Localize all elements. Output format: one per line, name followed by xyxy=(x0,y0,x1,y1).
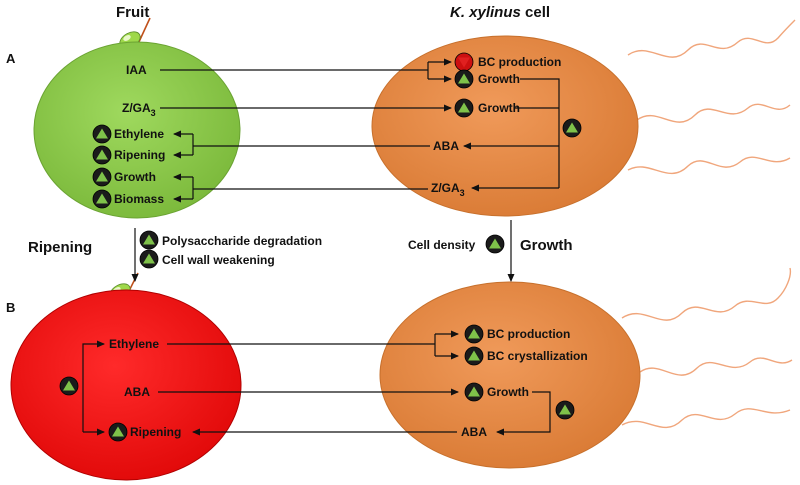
fruit-a-zga-main: Z/GA xyxy=(122,101,151,115)
cell-b-growth-up-icon xyxy=(464,382,484,402)
section-a-label: A xyxy=(6,51,16,66)
cell-a-zga-main: Z/GA xyxy=(431,181,460,195)
cell-header-suffix: cell xyxy=(521,4,550,21)
growth-transition-label: Growth xyxy=(520,237,573,254)
cell-b-bc-crystallization: BC crystallization xyxy=(487,349,588,363)
cell-a-growth-1: Growth xyxy=(478,72,520,86)
fruit-b-ripening: Ripening xyxy=(130,425,181,439)
cell-a-growth-2: Growth xyxy=(478,101,520,115)
fruit-a-zga-sub: 3 xyxy=(151,108,156,118)
fruit-a-growth-up-icon xyxy=(92,167,112,187)
fruit-a-zga: Z/GA3 xyxy=(122,101,156,118)
cell-a-bracket-up-icon xyxy=(562,118,582,138)
fruit-a-growth: Growth xyxy=(114,170,156,184)
fruit-a-ethylene-up-icon xyxy=(92,124,112,144)
cell-a-bc-production: BC production xyxy=(478,55,561,69)
fruit-a-biomass-up-icon xyxy=(92,189,112,209)
cell-b-aba: ABA xyxy=(461,425,487,439)
cell-b-bc-crystallization-up-icon xyxy=(464,346,484,366)
cell-header-species: K. xylinus xyxy=(450,4,521,21)
cell-b-bc-production: BC production xyxy=(487,327,570,341)
cell-a-zga: Z/GA3 xyxy=(431,181,465,198)
cell-a-bc-production-down-icon xyxy=(454,52,474,72)
cell-a-aba: ABA xyxy=(433,139,459,153)
fruit-b-aba: ABA xyxy=(124,385,150,399)
cell-density-up-icon xyxy=(485,234,505,254)
fruit-b-bracket-up-icon xyxy=(59,376,79,396)
fruit-a-ripening-up-icon xyxy=(92,145,112,165)
cell-body-b xyxy=(379,281,641,469)
cell-a-growth-2-up-icon xyxy=(454,98,474,118)
fruit-a-iaa: IAA xyxy=(126,63,147,77)
cell-a-zga-sub: 3 xyxy=(460,188,465,198)
fruit-header: Fruit xyxy=(116,4,149,21)
fruit-a-ethylene: Ethylene xyxy=(114,127,164,141)
polysaccharide-label: Polysaccharide degradation xyxy=(162,234,322,248)
panel-b-arrows xyxy=(82,330,551,436)
flagella-top xyxy=(627,19,796,175)
ripening-transition-label: Ripening xyxy=(28,239,92,256)
cell-wall-label: Cell wall weakening xyxy=(162,253,275,267)
cell-a-growth-1-up-icon xyxy=(454,69,474,89)
cell-density-label: Cell density xyxy=(408,238,476,252)
fruit-b xyxy=(10,272,242,481)
section-b-label: B xyxy=(6,300,15,315)
fruit-b-ethylene: Ethylene xyxy=(109,337,159,351)
fruit-stem-a xyxy=(137,17,151,45)
polysaccharide-up-icon xyxy=(139,230,159,250)
fruit-a-biomass: Biomass xyxy=(114,192,164,206)
cell-header: K. xylinus cell xyxy=(450,4,550,21)
indicator-layer xyxy=(59,52,582,442)
cell-b-bracket-up-icon xyxy=(555,400,575,420)
cell-wall-up-icon xyxy=(139,249,159,269)
fruit-leaf-highlight-a xyxy=(123,35,131,41)
flagella-bottom xyxy=(621,267,793,429)
panel-a-arrows xyxy=(160,58,560,203)
fruit-body-b xyxy=(10,289,242,481)
cell-body-a xyxy=(371,35,639,217)
cell-b-bc-production-up-icon xyxy=(464,324,484,344)
fruit-b-ripening-up-icon xyxy=(108,422,128,442)
cell-b-growth: Growth xyxy=(487,385,529,399)
fruit-a-ripening: Ripening xyxy=(114,148,165,162)
fruit-body-a xyxy=(33,41,241,219)
fruit-a xyxy=(33,17,241,219)
